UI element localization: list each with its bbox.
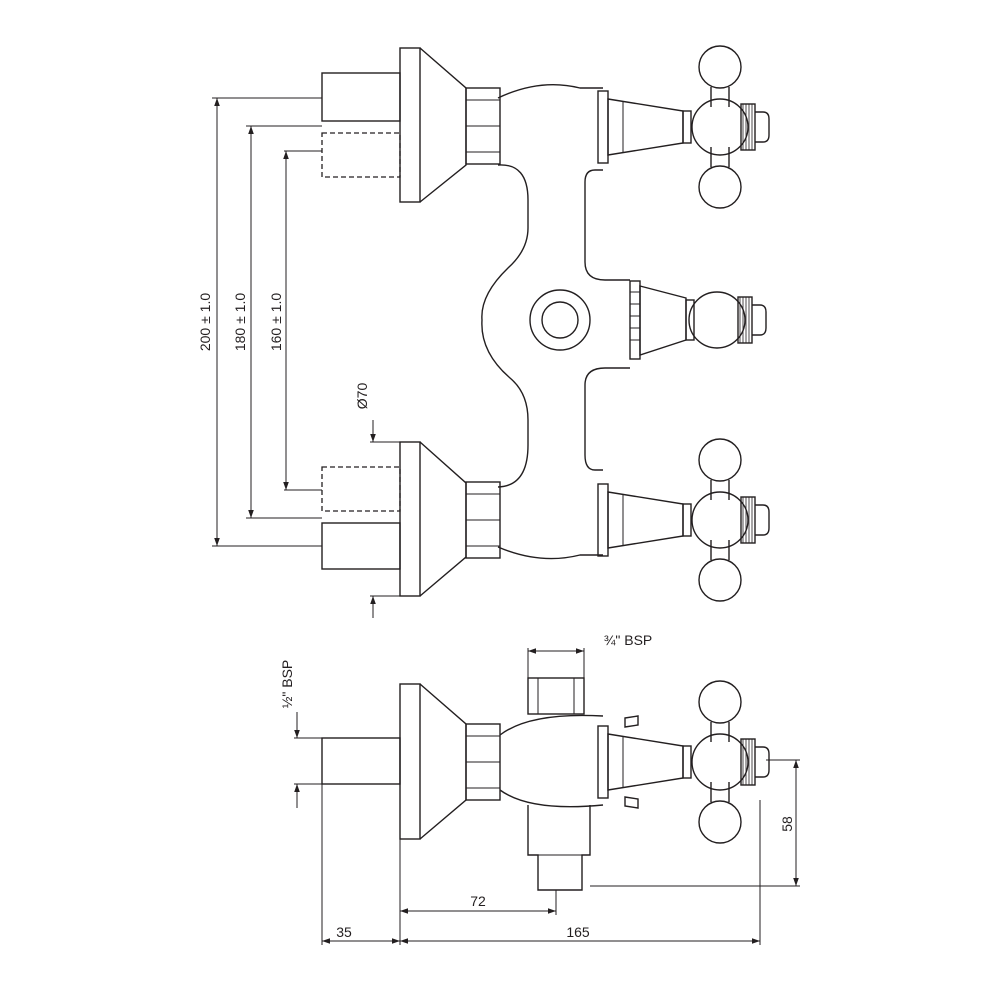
outlet-hole bbox=[529, 289, 591, 351]
side-body-outline bbox=[499, 714, 604, 808]
dim-165-label: 165 bbox=[566, 924, 590, 940]
lower-inlet bbox=[321, 441, 501, 597]
side-view: ½" BSP ¾" BSP 58 72 35 165 bbox=[279, 632, 800, 945]
middle-diverter bbox=[629, 280, 767, 360]
dim-72-label: 72 bbox=[470, 893, 486, 909]
top-valve bbox=[597, 45, 770, 209]
dim-diameter-label: Ø70 bbox=[354, 383, 370, 410]
top-view: 200 ± 1.0 180 ± 1.0 160 ± 1.0 Ø70 bbox=[197, 45, 770, 618]
dim-bsp-half-label: ½" BSP bbox=[279, 660, 295, 709]
dim-58-label: 58 bbox=[779, 816, 795, 832]
dim-35-label: 35 bbox=[336, 924, 352, 940]
dim-bsp-three-quarter-label: ¾" BSP bbox=[604, 632, 653, 648]
upper-inlet bbox=[321, 47, 501, 203]
valve-body-outline bbox=[481, 84, 630, 560]
dim-160-label: 160 ± 1.0 bbox=[268, 293, 284, 351]
outlet-hole-inner bbox=[541, 301, 579, 339]
dim-180-label: 180 ± 1.0 bbox=[232, 293, 248, 351]
dim-200-label: 200 ± 1.0 bbox=[197, 293, 213, 351]
bottom-valve bbox=[597, 438, 770, 602]
side-valve bbox=[597, 680, 770, 844]
